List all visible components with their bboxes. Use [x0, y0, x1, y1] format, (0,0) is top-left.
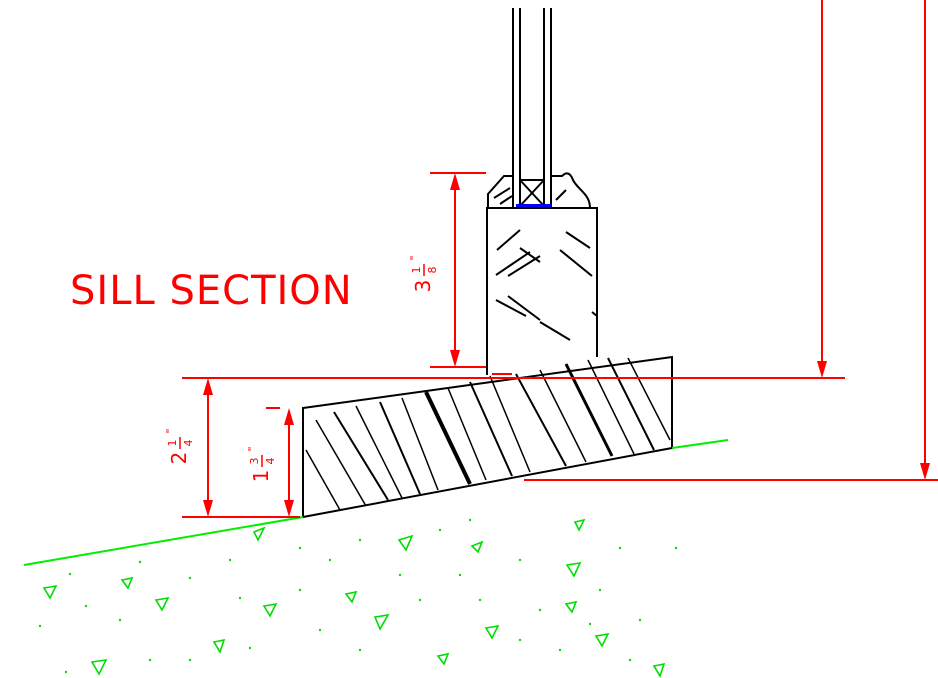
earth-dots — [38, 518, 678, 674]
svg-text:3: 3 — [411, 280, 435, 293]
svg-text:1: 1 — [166, 440, 179, 447]
svg-text:1: 1 — [410, 267, 423, 274]
dim-label-stool-height: 3 1 8 " — [408, 255, 439, 292]
svg-text:2: 2 — [167, 452, 191, 465]
glazing — [512, 8, 552, 207]
stool — [486, 207, 598, 375]
drawing-title: SILL SECTION — [70, 268, 353, 314]
svg-text:": " — [164, 428, 177, 433]
svg-text:3: 3 — [248, 458, 261, 465]
svg-text:4: 4 — [264, 458, 277, 465]
grade — [23, 439, 729, 566]
svg-text:1: 1 — [249, 470, 273, 483]
sill — [302, 355, 673, 519]
dimension-lines — [182, 0, 938, 518]
glazing-stop — [487, 172, 591, 209]
svg-text:": " — [246, 446, 259, 451]
svg-text:4: 4 — [182, 440, 195, 447]
dim-label-sill-thickness: 1 3 4 " — [246, 446, 277, 482]
dim-label-sill-overall: 2 1 4 " — [164, 428, 195, 464]
svg-text:8: 8 — [426, 267, 439, 274]
earth-hatch — [42, 518, 666, 678]
svg-text:": " — [408, 255, 421, 260]
